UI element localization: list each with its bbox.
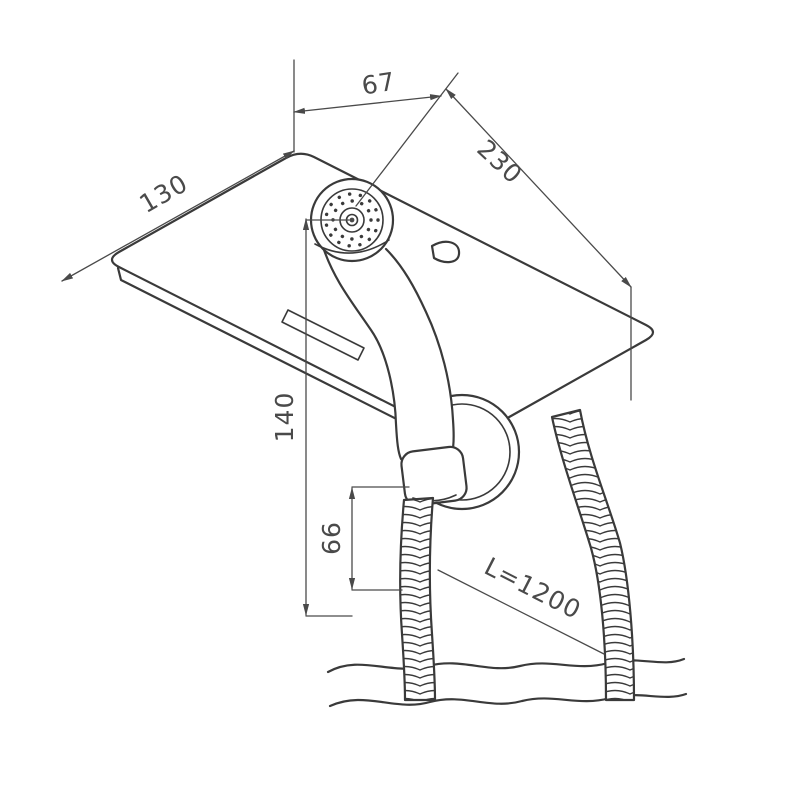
dimension-140: 140 <box>270 218 310 616</box>
dim-hose-length-label: L=1200 <box>480 552 586 625</box>
dim-67-label: 67 <box>360 67 398 101</box>
paper-slot <box>281 309 365 361</box>
dim-140-label: 140 <box>270 392 299 443</box>
wall-hose-right <box>550 408 636 702</box>
dimension-hose-length: L=1200 <box>437 552 605 655</box>
dim-130-label: 130 <box>135 168 193 218</box>
hose-length-leader <box>437 569 605 655</box>
dimension-66: 66 <box>317 487 356 590</box>
dim-230-label: 230 <box>471 134 528 190</box>
head-body-seam <box>314 239 390 254</box>
head-center-point <box>349 217 355 223</box>
shower-hose-left <box>399 496 437 702</box>
dimension-67: 67 <box>293 67 442 114</box>
sprayer-holder-cup <box>400 445 468 507</box>
sprayer-trigger <box>430 240 461 264</box>
spray-nozzle-ring-outer <box>324 192 380 248</box>
dim-66-label: 66 <box>317 521 346 555</box>
